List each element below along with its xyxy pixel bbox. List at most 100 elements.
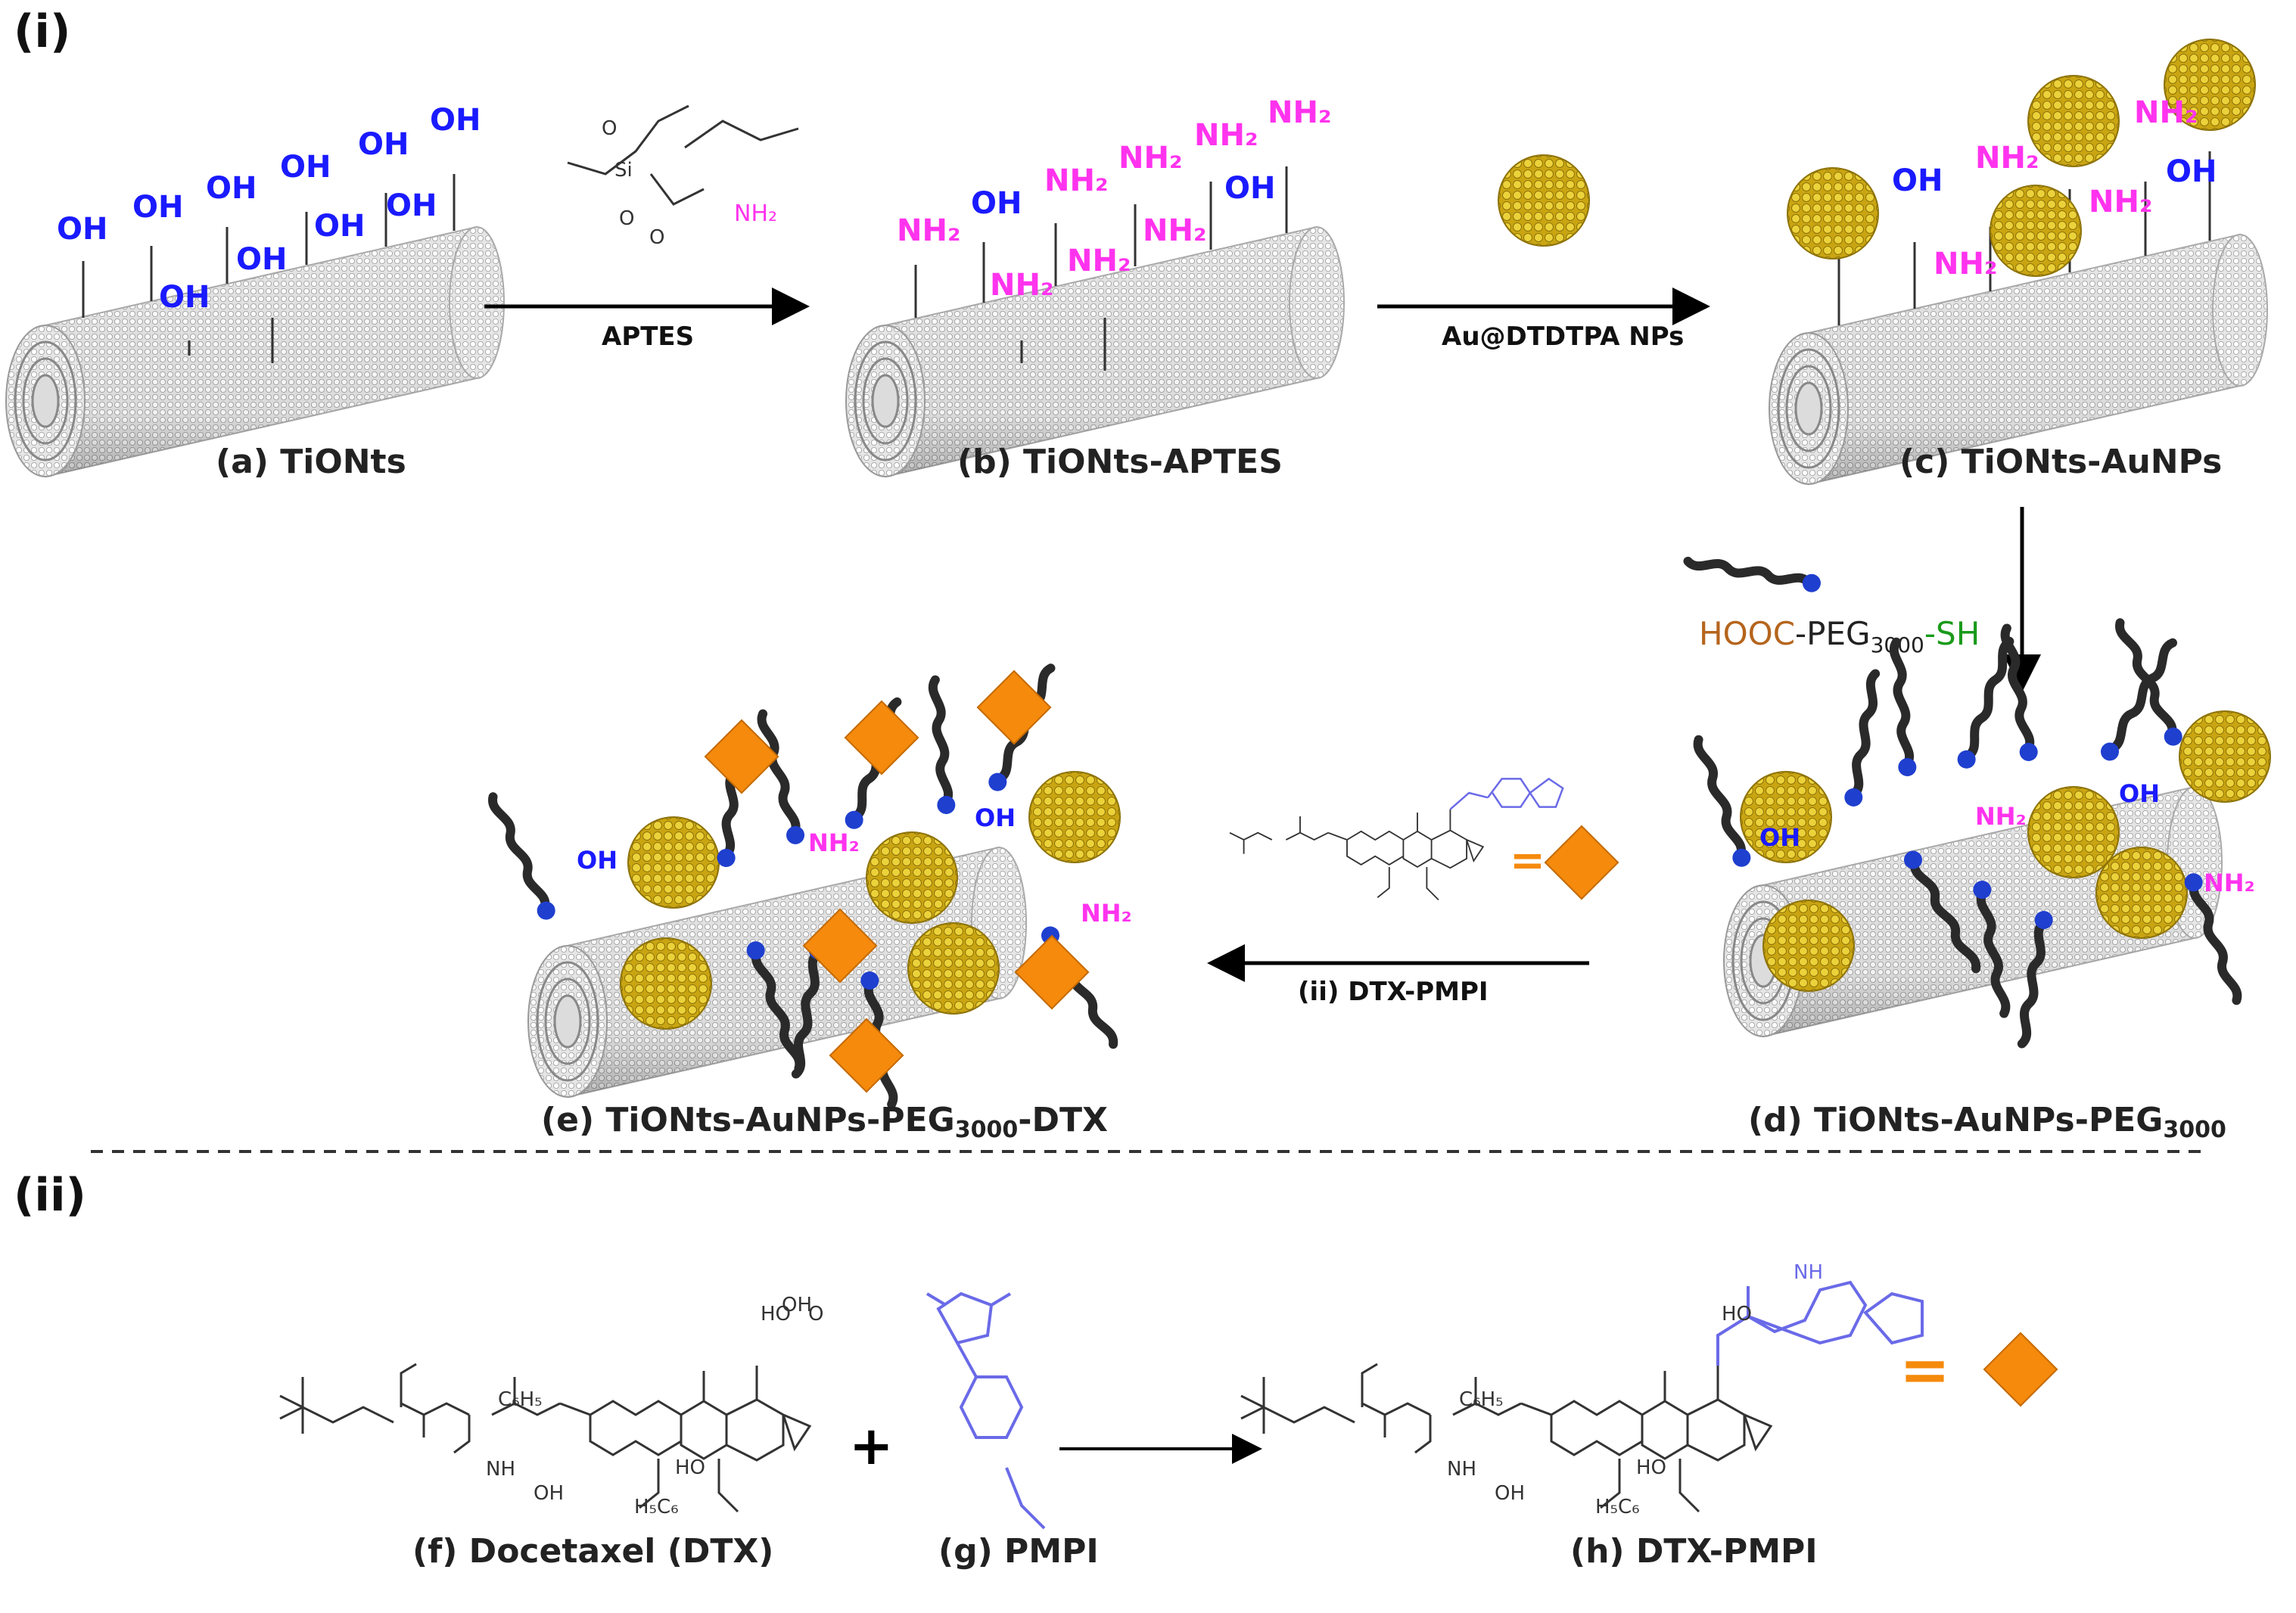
group-nh2: NH₂: [1934, 247, 1997, 281]
group-oh: OH: [206, 171, 257, 206]
au-nanoparticle-reagent: [1498, 154, 1590, 247]
group-nh2: NH₂: [1044, 163, 1108, 198]
gold-nanoparticle: [1990, 185, 2082, 277]
group-nh2: NH₂: [1143, 213, 1206, 248]
equals-sign: =: [1899, 1335, 1950, 1405]
label-d: (d) TiONts-AuNPs-PEG3000: [1748, 1101, 2226, 1143]
label-f: (f) Docetaxel (DTX): [412, 1532, 773, 1571]
label-d-main: (d) TiONts-AuNPs-PEG: [1748, 1101, 2163, 1139]
dtx-diamond-icon: [1544, 825, 1619, 900]
chem-si: Si: [614, 159, 633, 182]
gold-nanoparticle: [627, 816, 720, 909]
peg-sh: -SH: [1924, 615, 1980, 652]
tube-a-groups: OH OH OH OH OH OH OH OH OH OH: [57, 103, 481, 315]
group-nh2: NH₂: [808, 828, 860, 857]
gold-nanoparticle: [866, 831, 958, 924]
label-e-post: -DTX: [1018, 1101, 1108, 1139]
group-nh2: NH₂: [990, 268, 1053, 303]
chem-h5c6: H₅C₆: [634, 1496, 679, 1518]
label-d-sub: 3000: [2163, 1117, 2226, 1143]
gold-nanoparticle: [2179, 710, 2271, 803]
section-i-label: (i): [14, 5, 70, 58]
dtx-pmpi-structure-small: [1229, 777, 1564, 901]
group-oh: OH: [1224, 171, 1275, 206]
group-nh2: NH₂: [1975, 802, 2027, 831]
label-g: (g) PMPI: [938, 1532, 1099, 1571]
group-nh2: NH₂: [1081, 899, 1132, 928]
group-oh: OH: [2119, 779, 2160, 808]
group-nh2: NH₂: [2089, 185, 2152, 219]
chem-c6h5: C₆H₅: [1459, 1388, 1504, 1411]
group-oh: OH: [1759, 823, 1800, 852]
tube-c-groups: OH NH₂ NH₂ NH₂ NH₂ OH: [1892, 95, 2217, 281]
group-nh2: NH₂: [1067, 244, 1131, 278]
pmpi-structure: [926, 1291, 1046, 1530]
chem-c6h5: C₆H₅: [498, 1388, 543, 1411]
chem-o: O: [602, 117, 617, 140]
label-e-sub: 3000: [955, 1117, 1019, 1143]
arrow-au-label: Au@DTDTPA NPs: [1442, 322, 1684, 352]
chem-oh: OH: [782, 1294, 812, 1316]
dtx-pmpi-structure: [1240, 1280, 1924, 1513]
label-e-main: (e) TiONts-AuNPs-PEG: [541, 1101, 955, 1139]
group-oh: OH: [358, 127, 409, 162]
chem-ho: HO: [1722, 1303, 1752, 1326]
gold-nanoparticle: [1762, 900, 1855, 992]
group-nh2: NH₂: [2204, 869, 2255, 897]
group-oh: OH: [314, 209, 365, 244]
gold-nanoparticle: [2095, 847, 2188, 939]
group-oh: OH: [57, 212, 107, 247]
tube-a: [5, 174, 506, 478]
group-nh2: NH₂: [1268, 95, 1331, 130]
arrow-dtx-pmpi-label: (ii) DTX-PMPI: [1298, 977, 1489, 1007]
label-h: (h) DTX-PMPI: [1570, 1532, 1818, 1571]
gold-nanoparticle: [620, 937, 712, 1030]
gold-nanoparticle: [2027, 786, 2120, 878]
chem-ho: HO: [1636, 1456, 1666, 1479]
group-oh: OH: [159, 280, 210, 315]
group-oh: OH: [132, 190, 183, 225]
group-oh: OH: [430, 103, 481, 138]
chem-ho: HO: [761, 1303, 791, 1326]
chem-nh: NH: [1447, 1458, 1476, 1481]
chem-h5c6: H₅C₆: [1595, 1496, 1640, 1518]
gold-nanoparticle: [2027, 75, 2120, 167]
dtx-diamond-icon: [1983, 1332, 2058, 1407]
gold-nanoparticle: [1787, 167, 1879, 260]
group-oh: OH: [236, 242, 287, 277]
chem-nh: NH: [486, 1458, 515, 1481]
tube-b-groups: NH₂ OH NH₂ NH₂ NH₂ NH₂ NH₂ NH₂ NH₂ OH: [897, 95, 1331, 303]
aptes-structure: [567, 104, 799, 206]
group-oh: OH: [975, 803, 1016, 832]
chem-o: O: [649, 226, 664, 249]
group-oh: OH: [2166, 154, 2217, 189]
peg-mid: -PEG: [1795, 615, 1871, 652]
tube-b: [845, 166, 1346, 478]
group-oh: OH: [386, 188, 437, 223]
gold-nanoparticle: [907, 922, 1000, 1015]
group-nh2: NH₂: [1194, 118, 1258, 153]
peg-reagent: [1686, 552, 1822, 594]
group-oh: OH: [971, 186, 1022, 221]
chem-o: O: [808, 1303, 823, 1326]
equals-sign: =: [1510, 836, 1545, 885]
group-oh: OH: [280, 150, 331, 185]
peg-hooc: HOOC: [1699, 615, 1795, 652]
group-nh2: NH₂: [2134, 95, 2198, 130]
chem-nh: NH: [1794, 1261, 1823, 1284]
group-nh2: NH₂: [897, 213, 960, 248]
peg-reagent-label: HOOC-PEG3000-SH: [1699, 615, 1980, 657]
chem-ho: HO: [675, 1456, 705, 1479]
chem-o: O: [619, 207, 634, 230]
group-oh: OH: [577, 846, 618, 875]
label-e: (e) TiONts-AuNPs-PEG3000-DTX: [541, 1101, 1108, 1143]
plus-sign: +: [849, 1415, 894, 1477]
chem-oh: OH: [534, 1482, 564, 1505]
chem-oh: OH: [1495, 1482, 1525, 1505]
aptes-nh2: NH₂: [734, 200, 777, 227]
label-c: (c) TiONts-AuNPs: [1899, 443, 2222, 481]
label-a: (a) TiONts: [216, 443, 406, 481]
docetaxel-structure: [279, 1363, 811, 1513]
group-nh2: NH₂: [1118, 141, 1182, 176]
